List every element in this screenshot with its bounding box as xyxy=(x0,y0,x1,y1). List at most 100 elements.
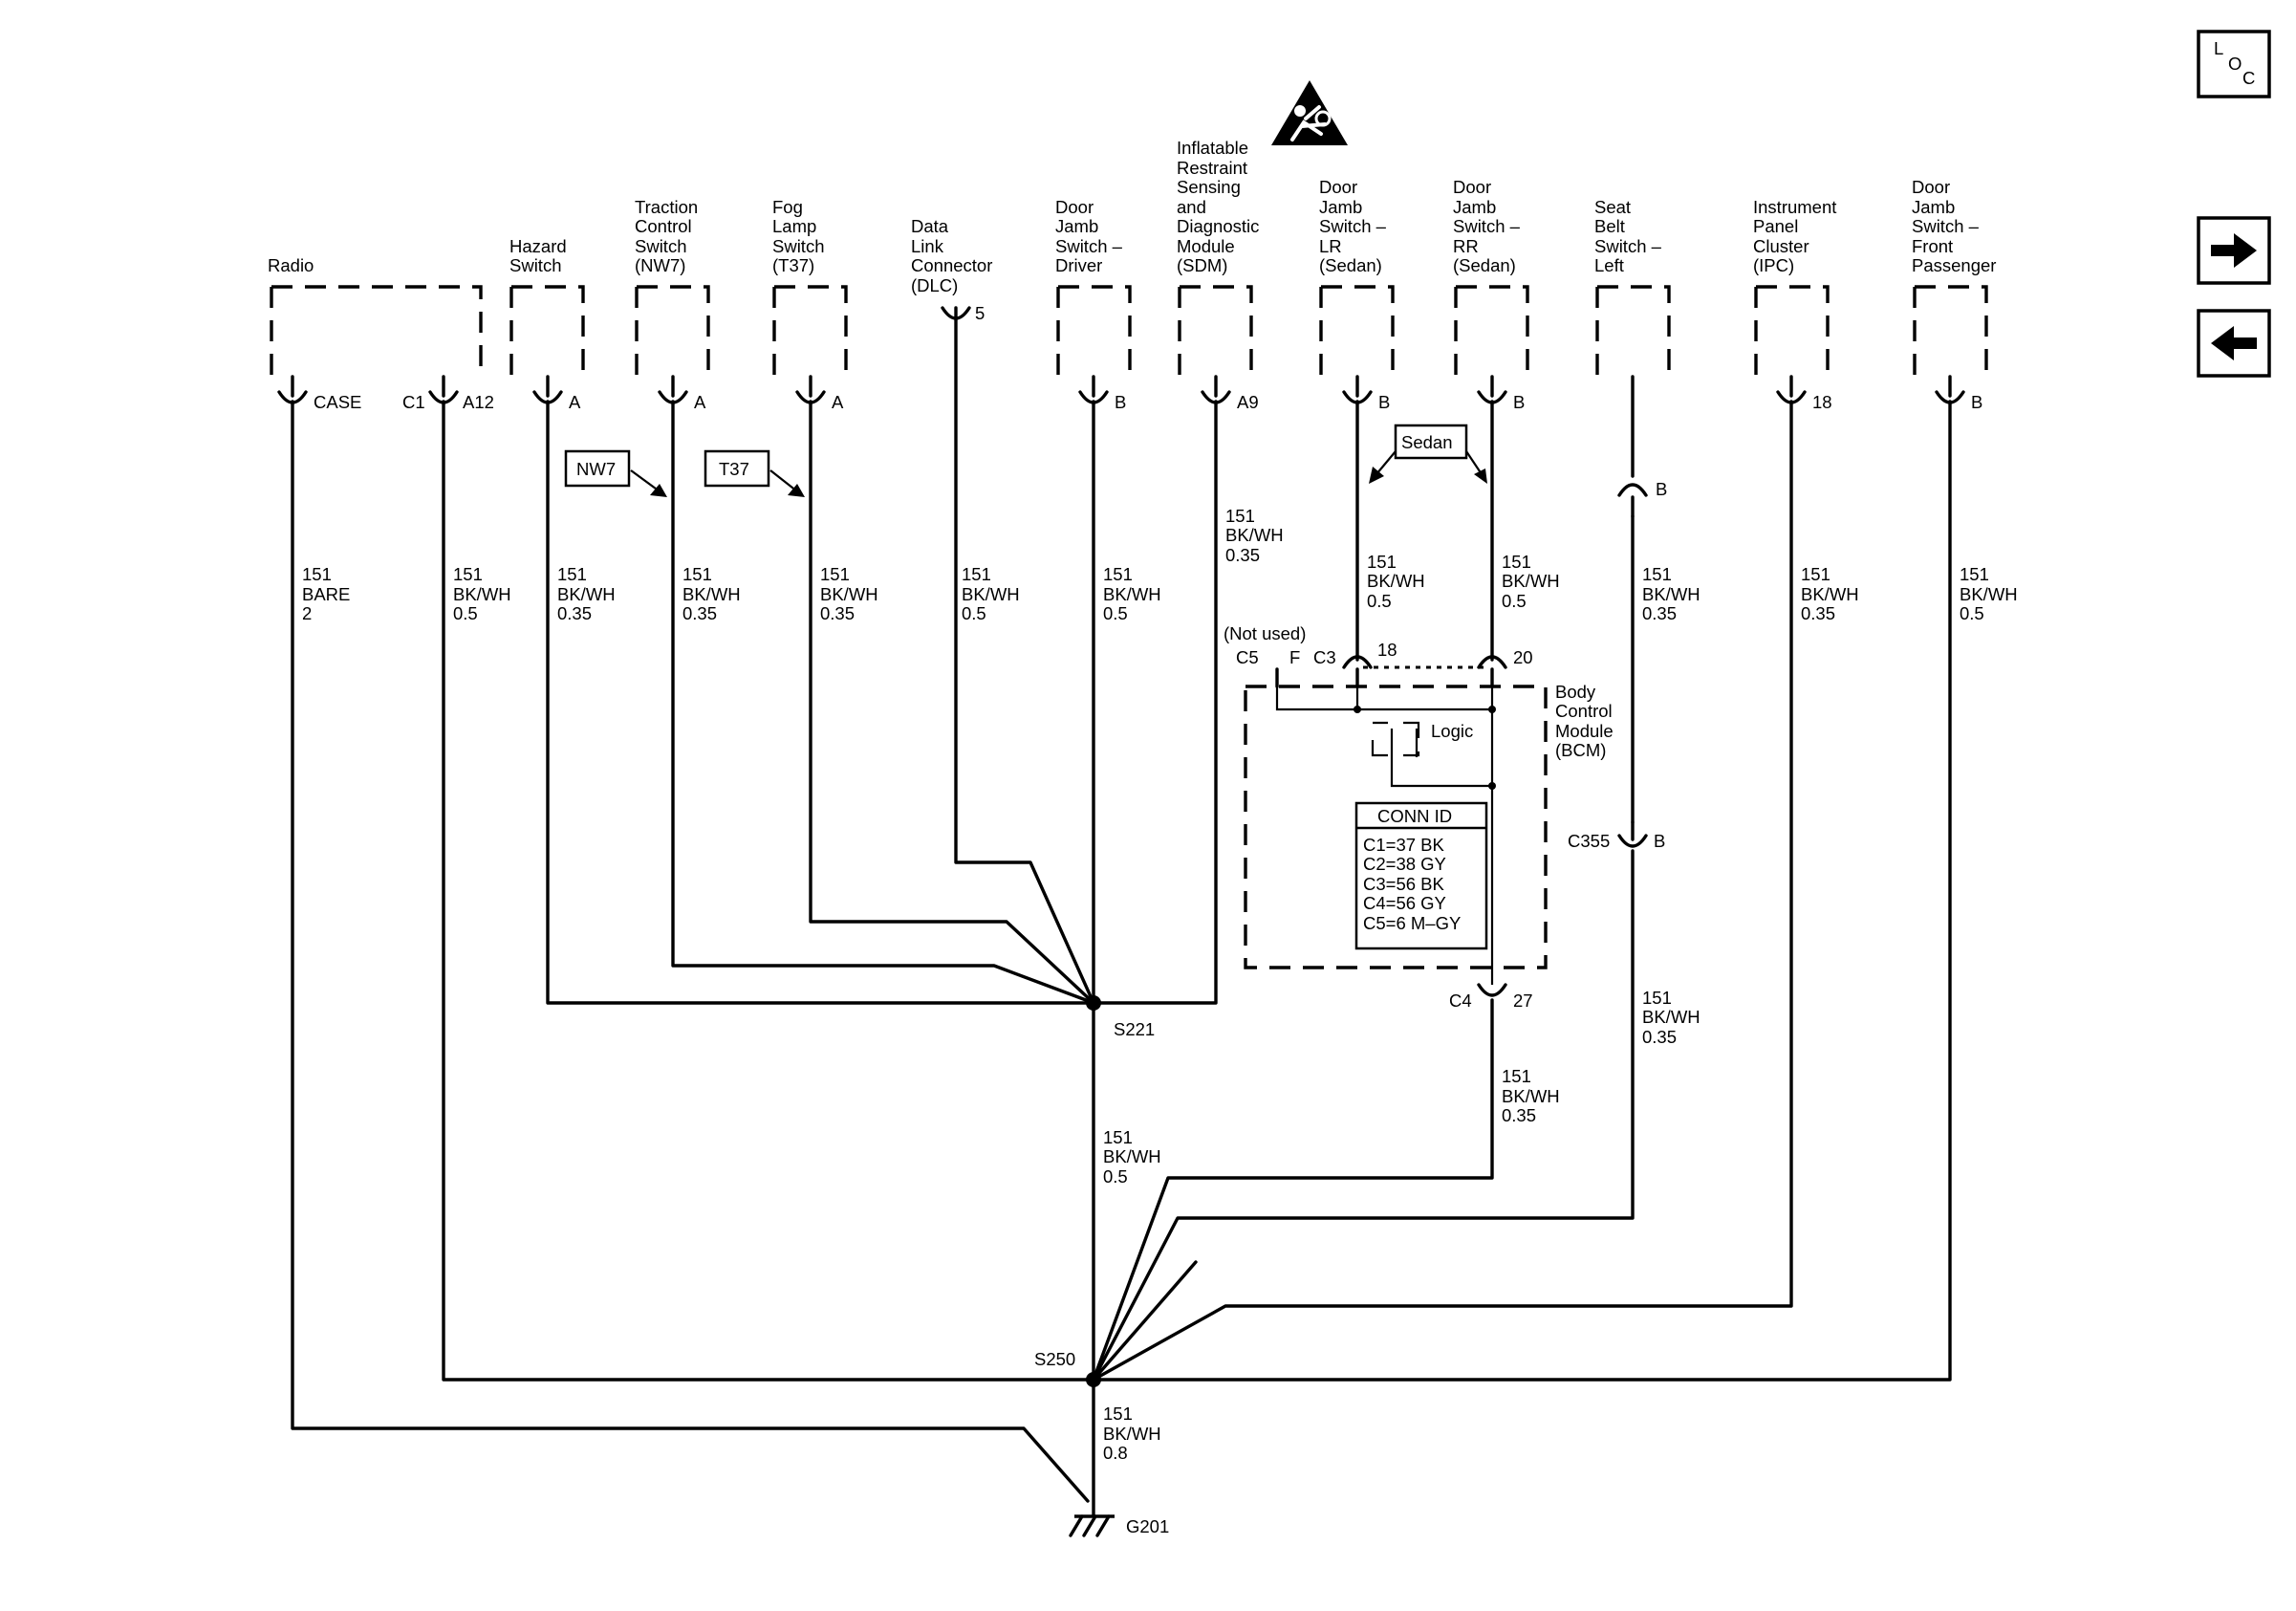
svg-text:BK/WH: BK/WH xyxy=(453,584,511,604)
svg-text:BK/WH: BK/WH xyxy=(1801,584,1859,604)
svg-text:Radio: Radio xyxy=(268,255,314,275)
ground-icon xyxy=(1069,1514,1115,1537)
svg-text:0.5: 0.5 xyxy=(1103,603,1128,623)
svg-text:Jamb: Jamb xyxy=(1319,197,1362,217)
wire-radio-case xyxy=(291,400,1090,1503)
svg-text:151: 151 xyxy=(1801,564,1830,584)
svg-text:Switch –: Switch – xyxy=(1055,236,1123,256)
bcm-label-4: (BCM) xyxy=(1555,740,1606,760)
door-jamb-switch-front-passenger-box xyxy=(1913,285,1988,377)
conn-id-row: C5=6 M–GY xyxy=(1363,913,1461,933)
svg-text:Left: Left xyxy=(1594,255,1624,275)
option-nw7: NW7 xyxy=(564,449,667,497)
splice-label-s250: S250 xyxy=(1034,1349,1075,1369)
right-arrow-icon xyxy=(2211,233,2257,268)
pin-label-fog: A xyxy=(832,392,844,412)
wire-label-seat-belt: 151 BK/WH 0.35 xyxy=(1642,564,1700,623)
svg-text:0.8: 0.8 xyxy=(1103,1443,1128,1463)
door-jamb-switch-lr-box xyxy=(1319,285,1395,377)
wire-label-c355-to-s250: 151 BK/WH 0.35 xyxy=(1642,988,1700,1047)
svg-text:0.35: 0.35 xyxy=(1502,1105,1536,1125)
instrument-panel-cluster-box xyxy=(1754,285,1830,377)
svg-text:Control: Control xyxy=(635,216,692,236)
conn-id-table: CONN ID C1=37 BK C2=38 GY C3=56 BK C4=56… xyxy=(1354,801,1488,950)
bcm-connector-c4: C4 xyxy=(1449,991,1472,1011)
hazard-switch-label: Hazard Switch xyxy=(509,236,567,275)
svg-text:Switch –: Switch – xyxy=(1319,216,1387,236)
svg-text:0.35: 0.35 xyxy=(557,603,592,623)
loc-letter-o: O xyxy=(2228,54,2242,74)
svg-text:Link: Link xyxy=(911,236,944,256)
wire-label-radio-case: 151 BARE 2 xyxy=(302,564,350,623)
wire-label-traction: 151 BK/WH 0.35 xyxy=(682,564,741,623)
wire-label-s221-to-s250: 151 BK/WH 0.5 xyxy=(1103,1127,1161,1186)
svg-text:151: 151 xyxy=(453,564,483,584)
svg-text:BK/WH: BK/WH xyxy=(557,584,616,604)
wire-door-fp xyxy=(1092,400,1952,1382)
wire-label-radio: 151 BK/WH 0.5 xyxy=(453,564,511,623)
wire-fog xyxy=(809,400,1095,1005)
svg-text:Driver: Driver xyxy=(1055,255,1102,275)
bcm-pin-20: 20 xyxy=(1513,647,1533,667)
traction-control-switch-label: Traction Control Switch (NW7) xyxy=(635,197,698,275)
conn-id-title: CONN ID xyxy=(1377,806,1452,826)
wire-sdm xyxy=(1092,400,1218,1005)
svg-text:Module: Module xyxy=(1177,236,1235,256)
svg-text:Hazard: Hazard xyxy=(509,236,567,256)
svg-text:Sedan: Sedan xyxy=(1401,432,1453,452)
svg-text:LR: LR xyxy=(1319,236,1342,256)
svg-text:151: 151 xyxy=(682,564,712,584)
svg-text:Traction: Traction xyxy=(635,197,698,217)
component-boxes xyxy=(270,285,1988,377)
svg-text:Front: Front xyxy=(1912,236,1953,256)
seat-belt-switch-left-label: Seat Belt Switch – Left xyxy=(1594,197,1662,275)
svg-text:(Sedan): (Sedan) xyxy=(1319,255,1382,275)
svg-text:151: 151 xyxy=(1502,1066,1531,1086)
door-jamb-switch-driver-label: Door Jamb Switch – Driver xyxy=(1055,197,1123,275)
svg-text:Jamb: Jamb xyxy=(1912,197,1955,217)
svg-text:151: 151 xyxy=(302,564,332,584)
bcm-label-2: Control xyxy=(1555,701,1613,721)
svg-text:151: 151 xyxy=(1103,1127,1133,1147)
svg-text:0.5: 0.5 xyxy=(1103,1166,1128,1186)
splice-s250: S250 xyxy=(1034,1349,1101,1387)
next-page-button[interactable] xyxy=(2197,216,2271,285)
fog-lamp-switch-box xyxy=(772,285,848,377)
svg-text:(IPC): (IPC) xyxy=(1753,255,1794,275)
location-button[interactable]: L O C xyxy=(2197,30,2271,98)
instrument-panel-cluster-label: Instrument Panel Cluster (IPC) xyxy=(1753,197,1836,275)
previous-page-button[interactable] xyxy=(2197,309,2271,378)
svg-text:Switch: Switch xyxy=(635,236,687,256)
svg-text:BK/WH: BK/WH xyxy=(682,584,741,604)
svg-text:2: 2 xyxy=(302,603,312,623)
wire-label-bcm-to-s250: 151 BK/WH 0.35 xyxy=(1502,1066,1560,1125)
svg-text:Sensing: Sensing xyxy=(1177,177,1241,197)
svg-text:Inflatable: Inflatable xyxy=(1177,138,1248,158)
svg-text:0.35: 0.35 xyxy=(820,603,855,623)
svg-text:Panel: Panel xyxy=(1753,216,1798,236)
splice-s221: S221 xyxy=(1086,995,1155,1039)
pin-label-door-rr: B xyxy=(1513,392,1525,412)
wire-radio xyxy=(442,400,1095,1382)
svg-text:BK/WH: BK/WH xyxy=(1502,1086,1560,1106)
bcm-connector-c5: C5 xyxy=(1236,647,1259,667)
wire-label-s250-to-g201: 151 BK/WH 0.8 xyxy=(1103,1404,1161,1463)
svg-text:Connector: Connector xyxy=(911,255,992,275)
svg-text:0.35: 0.35 xyxy=(682,603,717,623)
conn-id-row: C3=56 BK xyxy=(1363,874,1445,894)
pin-label-hazard: A xyxy=(569,392,581,412)
svg-text:Fog: Fog xyxy=(772,197,803,217)
logic-label: Logic xyxy=(1431,721,1473,741)
wires xyxy=(291,306,1952,1518)
svg-text:Door: Door xyxy=(1453,177,1491,197)
option-t37: T37 xyxy=(704,449,805,497)
svg-text:Data: Data xyxy=(911,216,949,236)
wire-branch-s250-a xyxy=(1092,1260,1198,1382)
wire-label-door-driver: 151 BK/WH 0.5 xyxy=(1103,564,1161,623)
wire-ipc xyxy=(1092,400,1793,1382)
svg-text:(NW7): (NW7) xyxy=(635,255,685,275)
wire-label-dlc: 151 BK/WH 0.5 xyxy=(962,564,1020,623)
svg-text:0.5: 0.5 xyxy=(962,603,986,623)
bcm-label-1: Body xyxy=(1555,682,1596,702)
